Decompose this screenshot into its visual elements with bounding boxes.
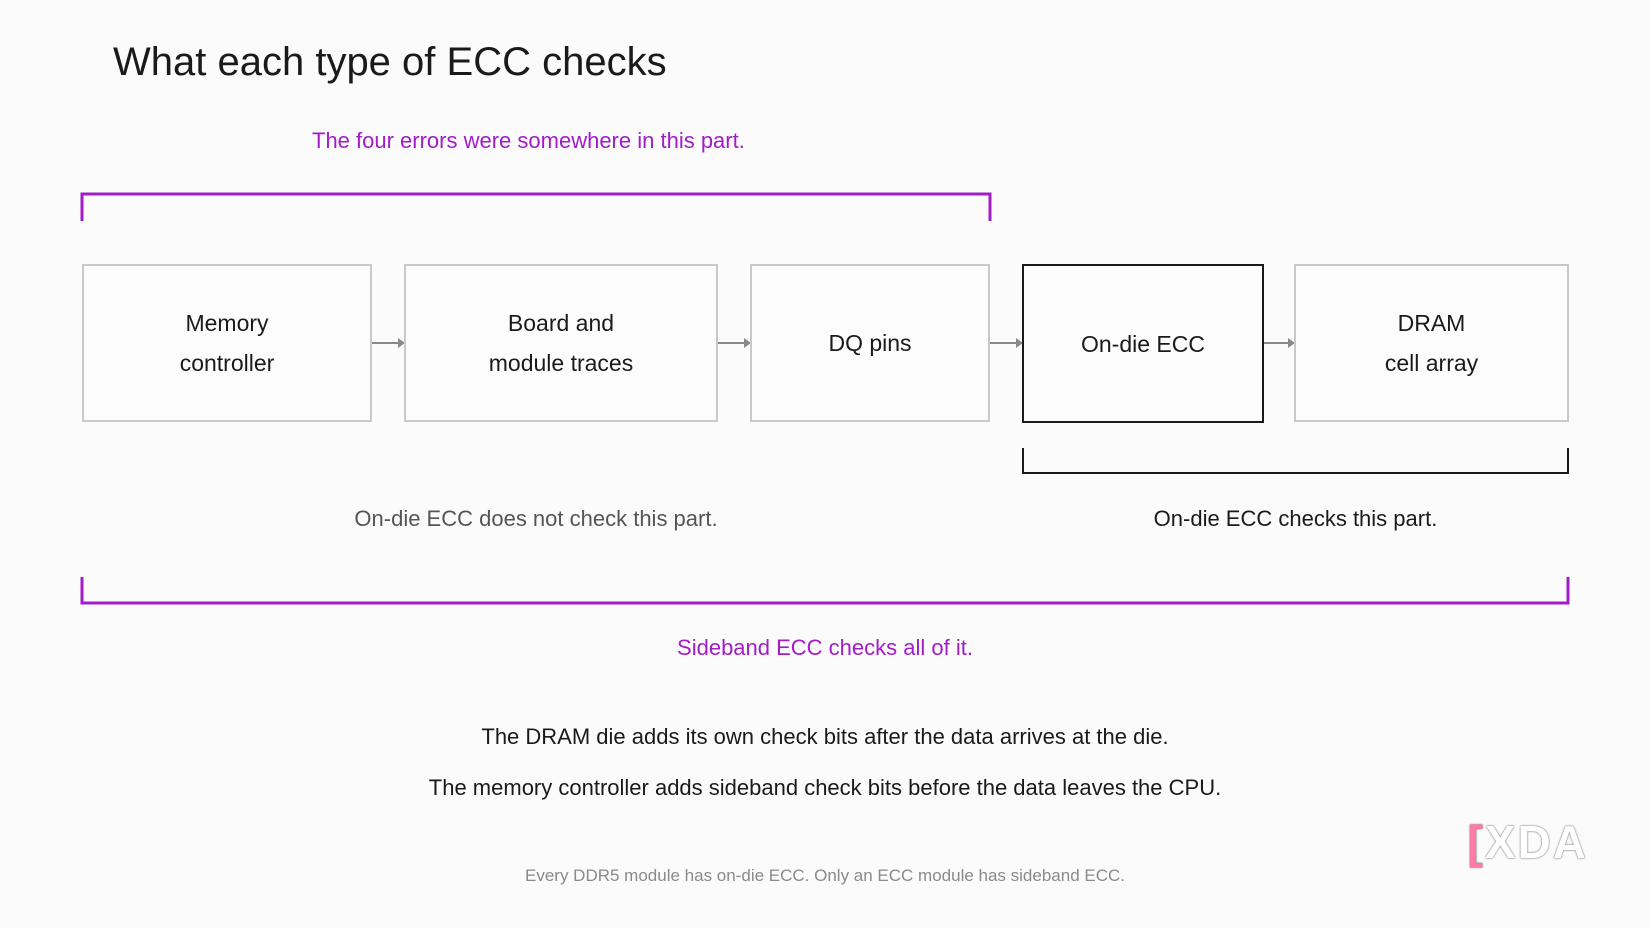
logo-text: XDA [1484,816,1588,868]
explain-line-2: The memory controller adds sideband chec… [428,775,1222,800]
arrow-2-head [744,338,751,348]
box-board-traces: Board and module traces [404,264,718,422]
box-dq-pins: DQ pins [750,264,990,422]
arrow-3-head [1016,338,1023,348]
top-bracket [80,192,992,221]
right-bracket [1022,448,1569,474]
logo-bracket-icon: [ [1467,816,1485,868]
bottom-bracket [80,577,1570,605]
arrow-4-head [1288,338,1295,348]
box-memory-controller: Memory controller [82,264,372,422]
page-title: What each type of ECC checks [113,40,667,84]
left-scope-label: On-die ECC does not check this part. [354,506,718,531]
box-label-line1: DQ pins [828,330,912,356]
sideband-label: Sideband ECC checks all of it. [677,635,973,660]
box-label-line2: controller [179,350,275,376]
top-bracket-label: The four errors were somewhere in this p… [312,128,745,153]
box-label-line1: Board and [507,310,615,336]
box-on-die-ecc: On-die ECC [1022,264,1264,423]
box-label-line1: Memory [185,310,269,336]
box-label-line1: On-die ECC [1081,330,1205,357]
box-label-line1: DRAM [1397,310,1466,336]
xda-logo: [XDA [1468,815,1588,869]
explain-line-1: The DRAM die adds its own check bits aft… [481,724,1169,749]
right-scope-label: On-die ECC checks this part. [1153,506,1438,531]
box-label-line2: cell array [1384,350,1479,376]
footnote: Every DDR5 module has on-die ECC. Only a… [525,866,1125,885]
box-dram-cell-array: DRAM cell array [1294,264,1569,422]
arrow-1-head [398,338,405,348]
box-label-line2: module traces [488,350,634,376]
